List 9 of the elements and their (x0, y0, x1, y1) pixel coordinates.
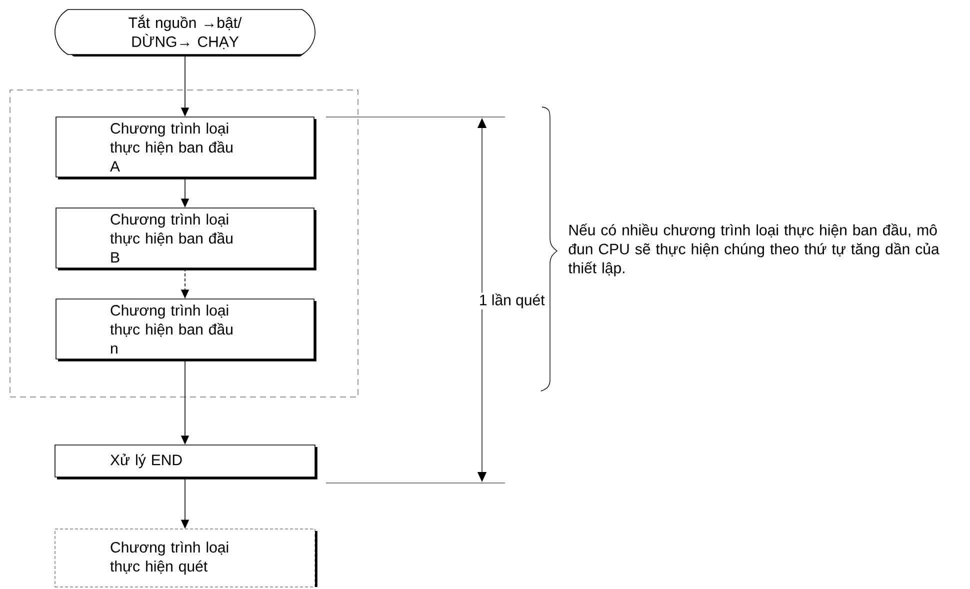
dashed-process-box: Chương trình loại thực hiện quét (54, 528, 318, 588)
dashed-group-frame (10, 90, 358, 398)
process-box: Chương trình loại thực hiện ban đầu n (56, 298, 316, 362)
note-text: Nếu có nhiều chương trình loại thực hiện ban đầu, mô đun CPU sẽ thực hiện chúng theo thứ tự tăng dần của thiết lập. (568, 224, 940, 276)
process-box: Xử lý END (54, 444, 318, 480)
dimension-label: 1 lần quét (480, 294, 545, 308)
start-terminal: Tắt nguồn →bật/ DỪNG→ CHẠY (54, 9, 316, 56)
process-box: Chương trình loại thực hiện ban đầu A (56, 116, 316, 180)
process-box: Chương trình loại thực hiện ban đầu B (56, 208, 316, 270)
